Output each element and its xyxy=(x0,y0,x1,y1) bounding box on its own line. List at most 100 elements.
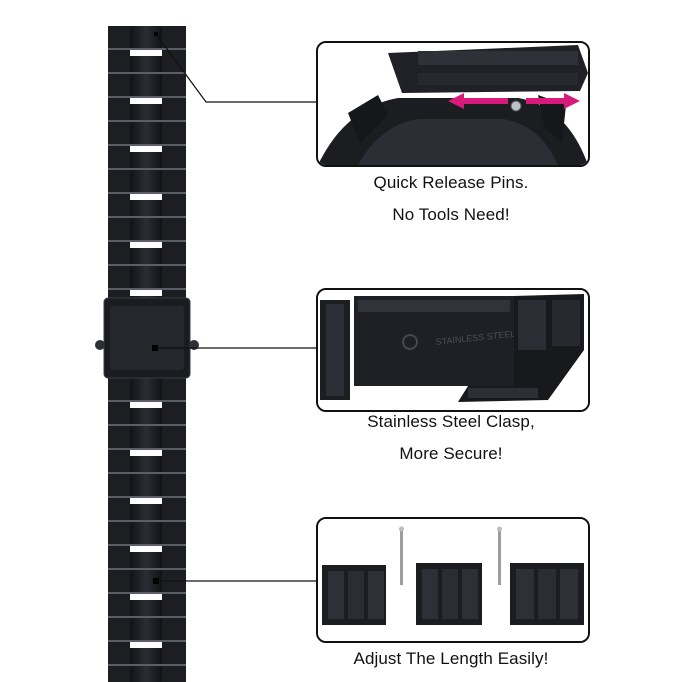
band-link-outer xyxy=(162,74,186,96)
band-link-outer xyxy=(108,218,130,240)
band-link-center xyxy=(130,218,162,240)
pin-release-arrows xyxy=(448,93,580,112)
band-link-outer xyxy=(108,122,130,144)
band-link-gap xyxy=(108,520,186,522)
band-link-outer xyxy=(162,522,186,544)
band-link-gap xyxy=(108,424,186,426)
band-link-gap xyxy=(108,496,186,498)
band-link-outer xyxy=(108,498,130,520)
band-link-outer xyxy=(108,146,130,168)
band-link-gap xyxy=(108,448,186,450)
band-link-outer xyxy=(162,218,186,240)
band-link-outer xyxy=(108,26,130,48)
band-link-gap xyxy=(108,400,186,402)
band-link-gap xyxy=(108,640,186,642)
band-link-outer xyxy=(162,50,186,72)
band-link-outer xyxy=(162,546,186,568)
band-link-outer xyxy=(108,546,130,568)
band-link-gap xyxy=(108,288,186,290)
band-link-center xyxy=(130,522,162,544)
band-link-outer xyxy=(108,522,130,544)
band-link-outer xyxy=(162,194,186,216)
band-clasp xyxy=(95,297,199,379)
band-link-outer xyxy=(162,642,186,664)
band-link-outer xyxy=(108,74,130,96)
band-link-gap xyxy=(108,592,186,594)
adjust-pin-left xyxy=(399,526,404,585)
band-link-outer xyxy=(162,450,186,472)
band-link-gap xyxy=(108,264,186,266)
band-link-outer xyxy=(162,498,186,520)
quick-release-caption-line2: No Tools Need! xyxy=(392,205,510,224)
band-link-gap xyxy=(108,240,186,242)
band-link-outer xyxy=(108,242,130,264)
band-link-gap xyxy=(108,216,186,218)
band-link-center xyxy=(130,26,162,48)
quick-release-caption-line1: Quick Release Pins. xyxy=(373,173,529,192)
band-link-outer xyxy=(108,170,130,192)
band-link-outer xyxy=(162,122,186,144)
band-link-outer xyxy=(108,426,130,448)
band-link-gap xyxy=(108,192,186,194)
band-link-outer xyxy=(162,426,186,448)
band-link-outer xyxy=(108,266,130,288)
link-segment-right xyxy=(510,563,584,625)
band-link-outer xyxy=(108,666,130,682)
band-link-outer xyxy=(162,618,186,640)
band-link-center xyxy=(130,618,162,640)
clasp-callout-box: STAINLESS STEEL xyxy=(316,288,590,412)
band-link-outer xyxy=(162,242,186,264)
clasp-caption-line2: More Secure! xyxy=(399,444,503,463)
band-link-outer xyxy=(162,98,186,120)
band-link-outer xyxy=(162,666,186,682)
band-link-gap xyxy=(108,144,186,146)
band-link-center xyxy=(130,74,162,96)
band-link-outer xyxy=(108,402,130,424)
band-link-center xyxy=(130,122,162,144)
band-link-gap xyxy=(108,96,186,98)
band-link-outer xyxy=(162,266,186,288)
band-link-outer xyxy=(108,642,130,664)
band-link-outer xyxy=(108,98,130,120)
band-link-outer xyxy=(108,618,130,640)
band-link-outer xyxy=(162,570,186,592)
band-link-center xyxy=(130,378,162,400)
band-link-outer xyxy=(162,146,186,168)
adjust-callout-box xyxy=(316,517,590,643)
band-link-center xyxy=(130,426,162,448)
band-link-outer xyxy=(162,26,186,48)
band-link-outer xyxy=(162,170,186,192)
band-link-gap xyxy=(108,664,186,666)
adjust-pin-right xyxy=(497,526,502,585)
band-link-gap xyxy=(108,472,186,474)
band-link-center xyxy=(130,666,162,682)
band-link-gap xyxy=(108,544,186,546)
clasp-caption-line1: Stainless Steel Clasp, xyxy=(367,412,535,431)
band-link-outer xyxy=(108,450,130,472)
band-link-gap xyxy=(108,72,186,74)
band-link-outer xyxy=(108,50,130,72)
band-link-gap xyxy=(108,616,186,618)
link-segment-center xyxy=(416,563,482,625)
band-link-gap xyxy=(108,168,186,170)
band-link-outer xyxy=(162,378,186,400)
band-link-outer xyxy=(162,594,186,616)
band-link-outer xyxy=(162,402,186,424)
band-link-outer xyxy=(108,594,130,616)
band-link-outer xyxy=(108,194,130,216)
band-link-outer xyxy=(108,570,130,592)
band-link-center xyxy=(130,474,162,496)
band-link-center xyxy=(130,170,162,192)
band-link-center xyxy=(130,570,162,592)
band-link-outer xyxy=(162,474,186,496)
band-link-gap xyxy=(108,568,186,570)
band-link-gap xyxy=(108,48,186,50)
band-link-outer xyxy=(108,474,130,496)
band-link-gap xyxy=(108,120,186,122)
quick-release-callout-box xyxy=(316,41,590,167)
link-segment-left xyxy=(322,565,386,625)
band-link-center xyxy=(130,266,162,288)
adjust-caption: Adjust The Length Easily! xyxy=(353,649,549,668)
band-link-outer xyxy=(108,378,130,400)
